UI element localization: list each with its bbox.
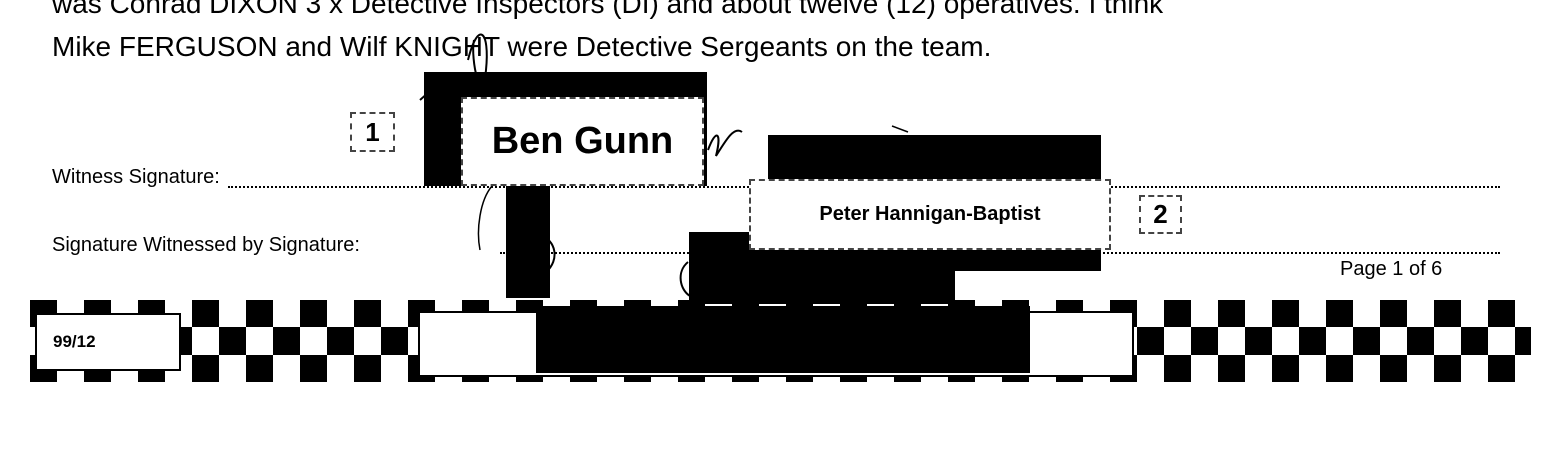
checker-square	[1488, 355, 1515, 382]
redaction-block-signature-2-top	[768, 135, 1101, 182]
signature-witnessed-by-label: Signature Witnessed by Signature:	[52, 234, 360, 256]
witness-signature-label: Witness Signature:	[52, 166, 220, 188]
checker-square	[1461, 327, 1488, 355]
checker-square	[354, 355, 381, 382]
footer-redaction-block	[536, 306, 1030, 373]
redaction-block-signature-1-tail	[506, 186, 550, 298]
checker-square	[1137, 327, 1164, 355]
checker-square	[1326, 300, 1353, 327]
checker-square	[1272, 300, 1299, 327]
checker-square	[354, 300, 381, 327]
redaction-block-signature-2-right	[955, 249, 1101, 271]
checker-square	[1326, 355, 1353, 382]
checker-square	[300, 355, 327, 382]
name-callout-2: Peter Hannigan-Baptist	[749, 179, 1111, 250]
document-reference: 99/12	[35, 313, 181, 371]
page-number: Page 1 of 6	[1340, 258, 1443, 280]
checker-square	[1299, 327, 1326, 355]
checker-square	[1515, 327, 1531, 355]
checker-square	[1245, 327, 1272, 355]
statement-line-2: Mike FERGUSON and Wilf KNIGHT were Detec…	[52, 31, 992, 62]
checker-square	[1218, 300, 1245, 327]
checker-square	[246, 300, 273, 327]
checker-square	[1164, 300, 1191, 327]
checker-square	[273, 327, 300, 355]
checker-square	[1434, 355, 1461, 382]
checker-square	[192, 300, 219, 327]
callout-marker-2: 2	[1139, 195, 1182, 234]
checker-square	[1434, 300, 1461, 327]
checker-square	[192, 355, 219, 382]
name-callout-1: Ben Gunn	[461, 97, 704, 186]
checker-square	[1218, 355, 1245, 382]
statement-line-1: was Conrad DIXON 3 x Detective Inspector…	[52, 0, 1164, 19]
checker-square	[327, 327, 354, 355]
callout-marker-1: 1	[350, 112, 395, 152]
checker-square	[1272, 355, 1299, 382]
checker-square	[1164, 355, 1191, 382]
checker-square	[1488, 300, 1515, 327]
checker-square	[1407, 327, 1434, 355]
checker-square	[219, 327, 246, 355]
checker-square	[1191, 327, 1218, 355]
checker-square	[246, 355, 273, 382]
checker-square	[1380, 355, 1407, 382]
checker-square	[300, 300, 327, 327]
checker-square	[381, 327, 408, 355]
checker-square	[1380, 300, 1407, 327]
checker-square	[1353, 327, 1380, 355]
